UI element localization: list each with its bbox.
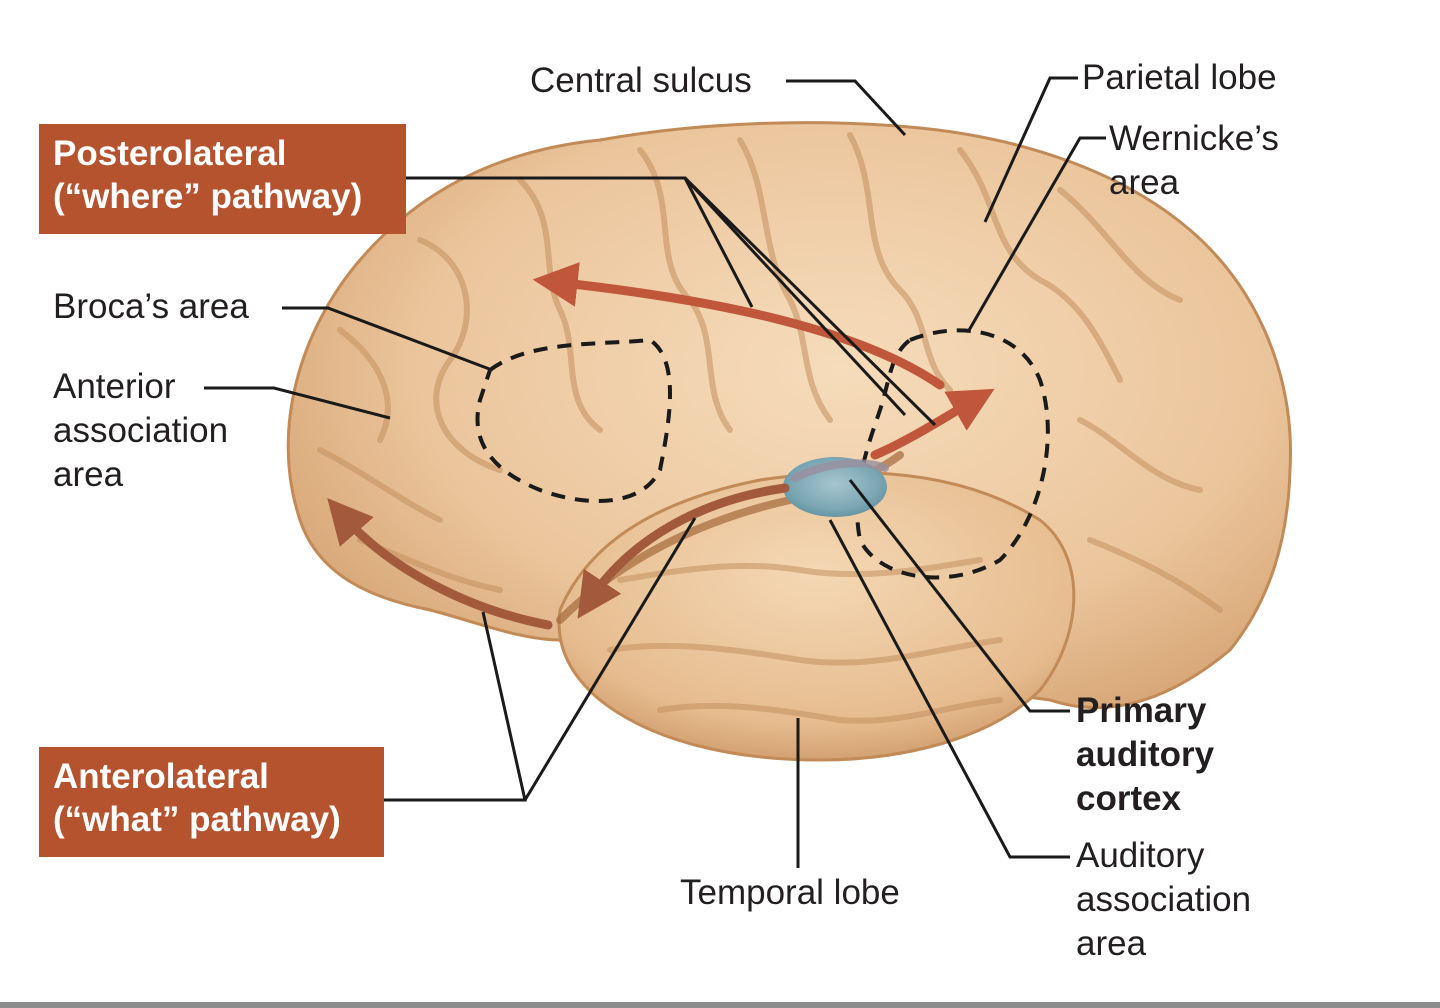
leader-central-sulcus (786, 79, 907, 137)
leader-primary-auditory (848, 479, 1070, 713)
brocas-area-outline (475, 337, 672, 503)
posterolateral-pathway-box: Posterolateral (“where” pathway) (39, 124, 406, 234)
bottom-border (0, 1002, 1440, 1008)
label-anterior-association-area: Anterior association area (53, 367, 229, 494)
where-pathway-arrow-dorsal (532, 262, 945, 390)
where-pathway-arrow-wernicke (870, 388, 995, 460)
label-auditory-association-area: Auditory association area (1076, 836, 1252, 963)
anterolateral-pathway-box: Anterolateral (“what” pathway) (39, 747, 384, 857)
label-temporal-lobe: Temporal lobe (680, 873, 900, 912)
auditory-cortex-highlight (791, 459, 889, 482)
leader-posterolateral-2 (683, 176, 907, 417)
posterolateral-title: Posterolateral (53, 134, 287, 173)
leader-anterolateral-2 (523, 517, 697, 801)
leader-anterior-association (204, 386, 391, 420)
label-wernickes-area: Wernicke’s area (1109, 119, 1279, 202)
leader-brocas-area (282, 306, 493, 372)
leader-auditory-association (828, 519, 1070, 859)
leader-posterolateral-3 (683, 176, 937, 427)
leader-wernickes-area (966, 136, 1106, 333)
leader-lines (204, 76, 1106, 868)
label-central-sulcus: Central sulcus (530, 61, 752, 100)
anterolateral-title: Anterolateral (53, 757, 269, 796)
brain-illustration (286, 121, 1292, 762)
what-pathway-arrow-temporal (577, 483, 790, 619)
label-brocas-area: Broca’s area (53, 287, 249, 326)
leader-parietal-lobe (983, 76, 1078, 223)
posterolateral-subtitle: (“where” pathway) (53, 177, 363, 216)
what-pathway-arrow-frontal (327, 498, 553, 630)
wernickes-area-outline (855, 328, 1050, 580)
label-primary-auditory-cortex: Primary auditory cortex (1076, 691, 1215, 818)
leader-anterolateral-1 (384, 611, 527, 802)
label-parietal-lobe: Parietal lobe (1082, 58, 1277, 97)
anterolateral-subtitle: (“what” pathway) (53, 800, 341, 839)
temporal-lobe-shape (557, 471, 1076, 762)
